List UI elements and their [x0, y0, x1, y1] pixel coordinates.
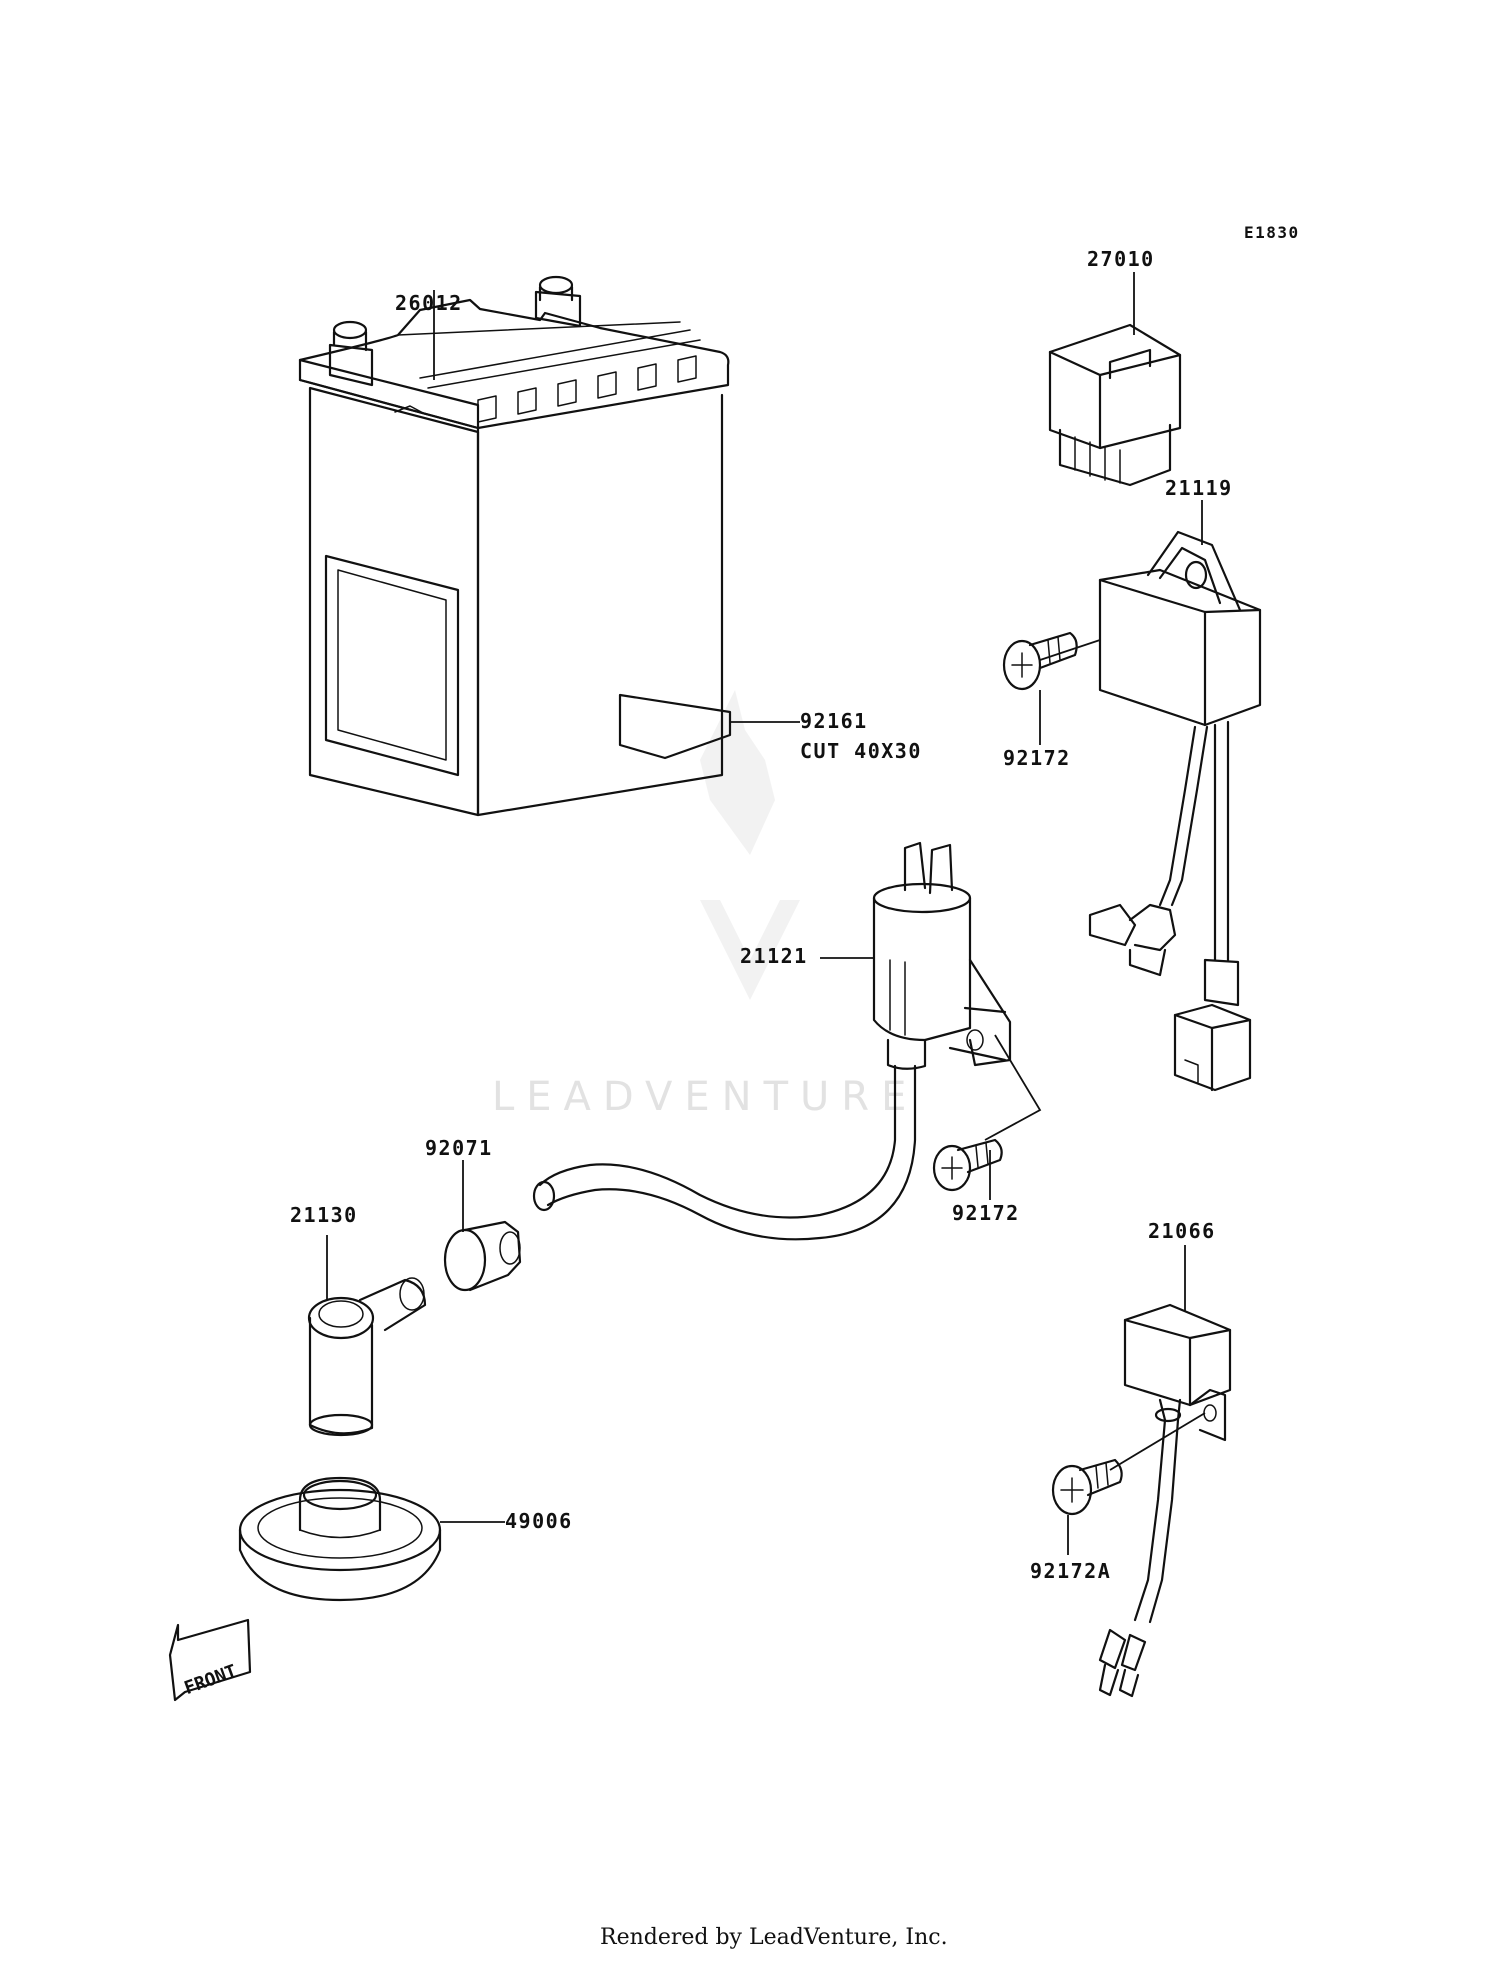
grommet-illustration: [238, 1476, 442, 1602]
label-92161: 92161: [800, 709, 868, 733]
label-21121: 21121: [740, 944, 808, 968]
cdi-unit-illustration: [1088, 530, 1262, 1092]
label-21130: 21130: [290, 1203, 358, 1227]
footer-credit: Rendered by LeadVenture, Inc.: [600, 1925, 948, 1950]
label-49006: 49006: [505, 1509, 573, 1533]
label-27010: 27010: [1087, 247, 1155, 271]
label-92071: 92071: [425, 1136, 493, 1160]
battery-illustration: [298, 275, 730, 817]
spark-plug-cap-illustration: [307, 1277, 427, 1437]
label-21066: 21066: [1148, 1219, 1216, 1243]
label-92172-lower: 92172: [952, 1201, 1020, 1225]
watermark-text: LEADVENTURE: [492, 1074, 918, 1120]
relay-illustration: [1048, 323, 1182, 487]
label-92172-upper: 92172: [1003, 746, 1071, 770]
label-26012: 26012: [395, 291, 463, 315]
bolt-92172-lower: [932, 1138, 1003, 1192]
label-92161-note: CUT 40X30: [800, 739, 922, 763]
bolt-92172-upper: [1002, 631, 1078, 691]
label-21119: 21119: [1165, 476, 1233, 500]
front-direction-arrow: FRONT: [168, 1618, 252, 1702]
label-92172A: 92172A: [1030, 1559, 1111, 1583]
bolt-92172A: [1051, 1458, 1123, 1516]
cable-cap-illustration: [443, 1220, 522, 1292]
diagram-code: E1830: [1244, 223, 1300, 242]
watermark-logo: [700, 690, 800, 1000]
regulator-illustration: [1098, 1303, 1232, 1698]
ignition-coil-illustration: [532, 841, 1012, 1241]
front-label: FRONT: [181, 1661, 239, 1699]
